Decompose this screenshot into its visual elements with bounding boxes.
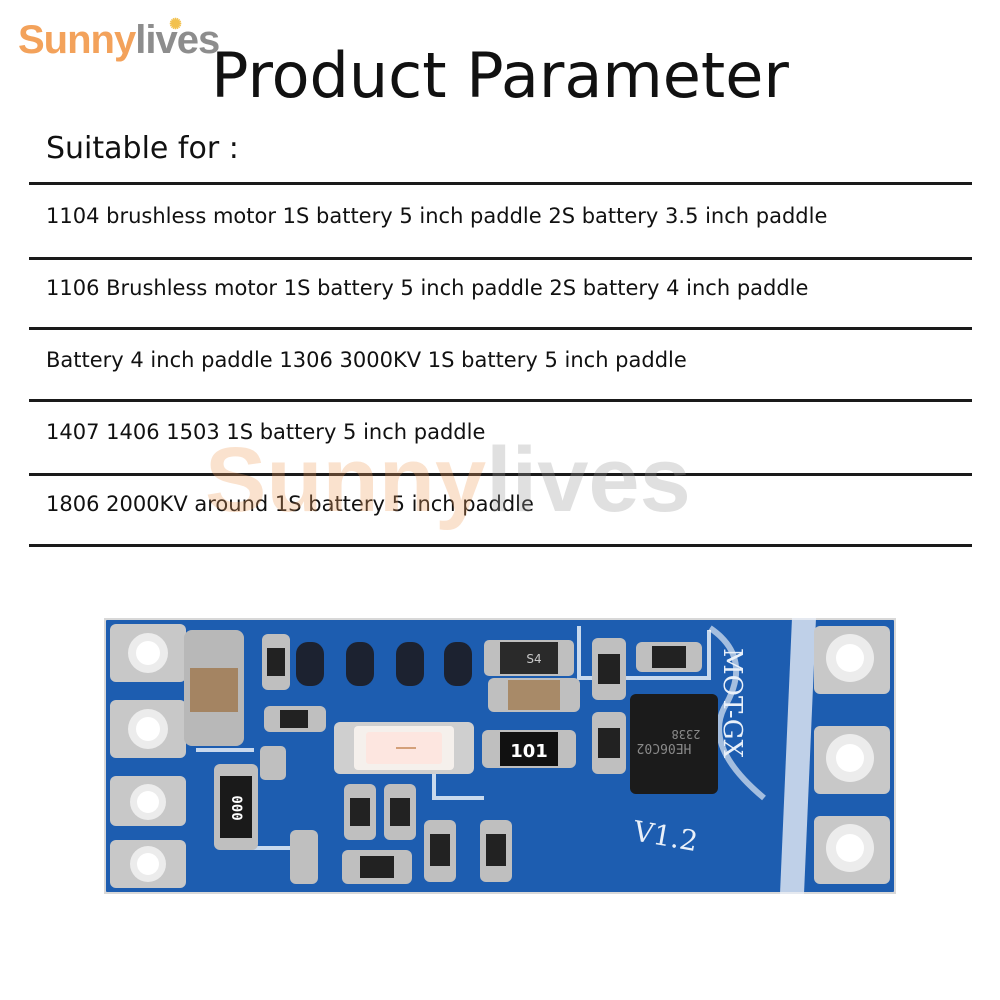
divider (29, 399, 972, 402)
watermark-part1: Sunny (205, 429, 487, 531)
resistor-code: 101 (510, 741, 548, 762)
watermark: Sunnylives (205, 430, 691, 530)
pcb-board-image: 000 101 S4 HE06C02 2338 V1.2 MOT-GX (104, 618, 896, 894)
smd-components (260, 634, 702, 884)
ic-date-code: 2338 (672, 727, 701, 741)
brand-logo: Sunnylives✺ (18, 12, 231, 77)
list-item: 1104 brushless motor 1S battery 5 inch p… (46, 204, 828, 228)
list-item: 1806 2000KV around 1S battery 5 inch pad… (46, 492, 534, 516)
ic-marking: HE06C02 (637, 740, 692, 755)
page-title: Product Parameter (211, 39, 789, 112)
ic-chip (630, 694, 718, 794)
resistor-small-code: 000 (228, 795, 244, 820)
list-item: 1106 Brushless motor 1S battery 5 inch p… (46, 276, 809, 300)
left-solder-pads (110, 624, 186, 888)
divider (29, 544, 972, 547)
divider (29, 182, 972, 185)
list-item: 1407 1406 1503 1S battery 5 inch paddle (46, 420, 486, 444)
diode-marking: S4 (526, 652, 541, 666)
via-pads (296, 642, 472, 686)
sun-icon: ✺ (169, 16, 182, 33)
list-item: Battery 4 inch paddle 1306 3000KV 1S bat… (46, 348, 687, 372)
watermark-part2: lives (486, 429, 691, 531)
right-solder-pads (814, 626, 890, 884)
divider (29, 257, 972, 260)
divider (29, 473, 972, 476)
silk-label: MOT-GX (717, 648, 747, 758)
divider (29, 327, 972, 330)
brand-logo-part2: lives (135, 18, 220, 62)
subtitle: Suitable for : (46, 131, 239, 166)
brand-logo-part1: Sunny (18, 18, 136, 62)
